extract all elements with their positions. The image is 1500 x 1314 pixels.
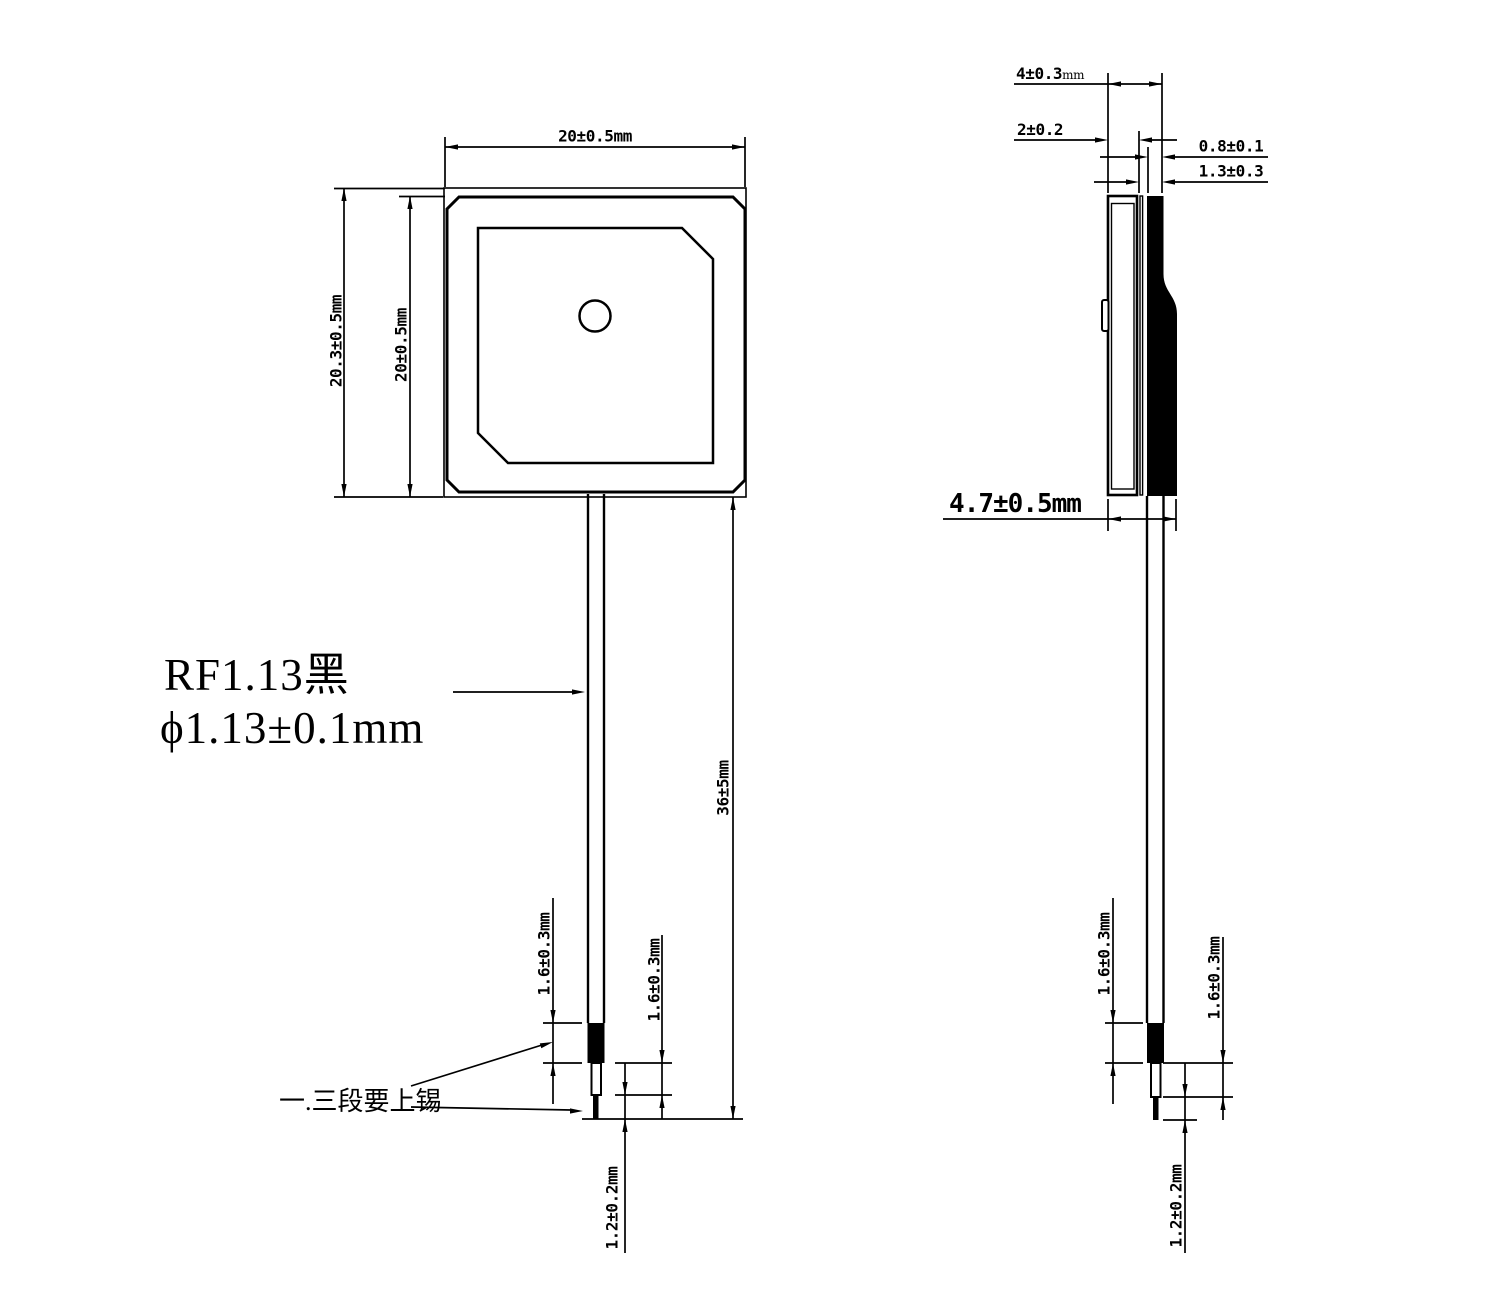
dim-label-side-cable-offset: 1.3±0.3 <box>1198 161 1264 181</box>
side-body-outline <box>1106 194 1139 497</box>
note-cable-type: RF1.13黑 <box>164 650 350 700</box>
dim-value: 4±0.3 <box>1016 64 1063 83</box>
dim-label-side-width: 4.7±0.5mm <box>949 489 1082 519</box>
dim-label-side-gap: 0.8±0.1 <box>1198 136 1264 156</box>
dim-front-width <box>444 137 746 187</box>
dim-label-front-braid: 1.6±0.3mm <box>644 938 664 1022</box>
cable-side <box>1145 496 1165 1120</box>
dim-front-heights <box>334 187 445 498</box>
cable-jacket-strip-front <box>587 1023 605 1063</box>
side-view <box>943 73 1268 1253</box>
feed-point-circle <box>578 299 612 333</box>
dim-side-width <box>943 499 1177 531</box>
dim-unit: mm <box>1062 68 1085 82</box>
front-view <box>334 137 747 1253</box>
dim-label-front-height-outer: 20.3±0.5mm <box>326 294 346 388</box>
cable-tip-side <box>1153 1097 1159 1120</box>
note-cable-diameter: ϕ1.13±0.1mm <box>160 703 425 753</box>
note-tinning: 一.三段要上锡 <box>279 1087 442 1116</box>
dim-label-front-jacket-strip: 1.6±0.3mm <box>534 912 554 996</box>
dim-label-front-tip: 1.2±0.2mm <box>602 1166 622 1250</box>
dim-label-front-height-inner: 20±0.5mm <box>391 308 411 382</box>
dim-label-cable-length: 36±5mm <box>713 760 733 816</box>
dim-label-side-total-thickness: 4±0.3mm <box>1016 64 1085 83</box>
dim-label-side-tip: 1.2±0.2mm <box>1166 1164 1186 1248</box>
dim-cable-end-front <box>543 898 672 1253</box>
leader-tinning-note <box>410 1042 583 1114</box>
dim-label-side-braid: 1.6±0.3mm <box>1204 936 1224 1020</box>
cable-braid-side <box>1150 1062 1162 1098</box>
dim-cable-end-side <box>1105 898 1233 1253</box>
dim-label-side-board-thickness: 2±0.2 <box>1017 120 1064 139</box>
leader-cable-note <box>453 689 585 695</box>
side-connector-bump <box>1101 299 1110 332</box>
dim-side-stack <box>1014 73 1268 193</box>
cable-braid-front <box>590 1062 602 1096</box>
dim-label-front-width: 20±0.5mm <box>558 126 632 146</box>
side-cable-silhouette <box>1147 196 1177 496</box>
cable-front <box>586 494 606 1119</box>
cable-jacket-strip-side <box>1147 1023 1164 1063</box>
dim-label-side-jacket-strip: 1.6±0.3mm <box>1094 912 1114 996</box>
cable-tip-front <box>593 1095 599 1119</box>
